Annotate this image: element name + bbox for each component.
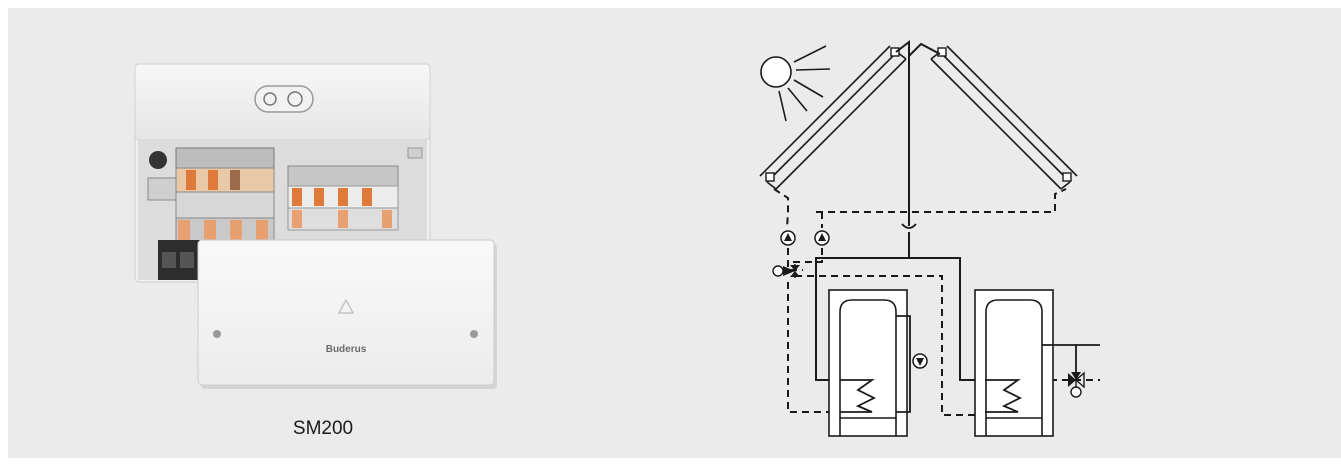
storage-tank-icon — [829, 290, 910, 436]
solar-system-schematic — [8, 8, 1341, 458]
solar-collector-icon — [931, 46, 1077, 189]
sun-icon — [761, 46, 830, 121]
three-way-valve-icon — [1068, 372, 1084, 397]
pump-icon — [815, 231, 829, 245]
pump-icon — [913, 354, 927, 368]
pump-icon — [781, 231, 795, 245]
figure-panel: Buderus SM200 — [8, 8, 1341, 458]
storage-tank-icon — [975, 290, 1100, 436]
